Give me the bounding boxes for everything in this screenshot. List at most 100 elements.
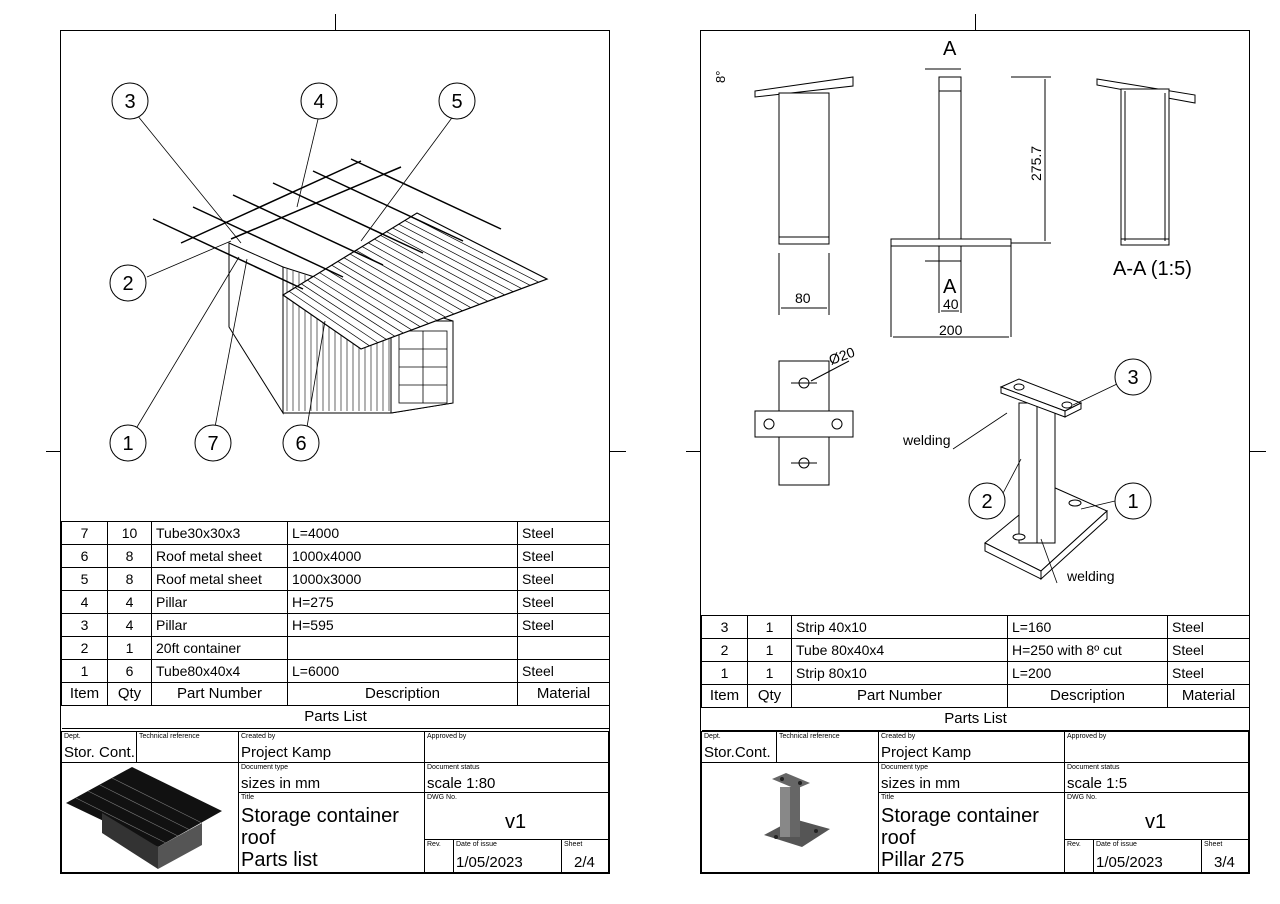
created-value: Project Kamp [881,744,972,761]
table-cell: H=275 [287,590,518,614]
pillar-section-view [1096,78,1196,246]
docstatus-cell: Document status scale 1:80 [424,762,609,793]
roof-corrugation-line [301,283,387,340]
pillar-orthographic-views: 3 2 1 8° 275.7 80 40 200 Ø20 A A A-A (1:… [713,38,1196,584]
table-cell: 8 [107,567,152,591]
header-qty: Qty [747,684,792,708]
title-line-3: Parts list [241,849,318,871]
table-cell: 4 [107,590,152,614]
date-cell: Date of issue 1/05/2023 [1093,839,1202,873]
dept-value: Stor. Cont. [64,744,135,761]
callout-4-label: 4 [313,91,324,113]
roof-corrugation-line [380,235,497,299]
table-cell: Steel [517,659,610,683]
pillar-callout-2-label: 2 [981,491,992,513]
table-cell: Pillar [151,590,288,614]
dwg-cell: DWG No. v1 [424,792,609,840]
roof-corrugation-line [294,287,379,343]
roof-tube [192,206,344,278]
header-desc: Description [287,682,518,706]
pillar-front-view [890,68,1051,338]
title-block: Dept. Stor. Cont. Technical reference Cr… [61,731,609,873]
section-marker-bottom: A [943,276,957,298]
table-cell: Steel [1167,638,1250,662]
table-cell: Strip 80x10 [791,661,1008,685]
center-mark-right-right [1236,451,1266,452]
callout-1-bubble [109,424,147,462]
center-mark-top-left [335,14,336,44]
docstatus-value: scale 1:5 [1067,775,1128,792]
table-cell: 1 [701,661,748,685]
isometric-assembly-view: 3 4 5 2 1 7 6 [109,82,549,462]
table-cell: Steel [1167,615,1250,639]
roof-tube [152,218,304,290]
techref-cell: Technical reference [776,731,879,763]
techref-cell: Technical reference [136,731,239,763]
callout-4-bubble [300,82,338,120]
parts-list-caption: Parts List [701,707,1250,731]
table-cell: Strip 40x10 [791,615,1008,639]
docstatus-value: scale 1:80 [427,775,496,792]
roof-corrugation-line [386,231,505,296]
doctype-value: sizes in mm [881,775,961,792]
pillar-callout-1-bubble [1114,482,1152,520]
created-cell: Created by Project Kamp [878,731,1065,763]
doctype-cell: Document type sizes in mm [878,762,1065,793]
callout-6-label: 6 [295,433,306,455]
dept-cell: Dept. Stor.Cont. [701,731,777,763]
date-value: 1/05/2023 [1096,854,1163,871]
callout-7-bubble [194,424,232,462]
table-cell: Tube80x40x4 [151,659,288,683]
roof-corrugation-line [337,261,438,321]
roof-corrugation-line [362,246,472,308]
table-cell: Steel [517,613,610,637]
pillar-callout-leaders [952,383,1118,584]
callout-5-bubble [438,82,476,120]
roof-corrugation-line [331,264,429,324]
table-cell: Roof metal sheet [151,567,288,591]
header-item: Item [61,682,108,706]
dept-cell: Dept. Stor. Cont. [61,731,137,763]
approved-cell: Approved by [424,731,609,763]
roof-corrugation-line [319,272,412,331]
pillar-side-view [754,76,854,315]
roof-tube [350,158,502,230]
roof-cross-tube [180,160,362,244]
created-value: Project Kamp [241,744,332,761]
header-material: Material [1167,684,1250,708]
angle-dimension: 8° [713,71,728,83]
table-cell: L=200 [1007,661,1168,685]
table-cell: 1 [747,615,792,639]
parts-list-caption-row: Parts List [701,707,1250,731]
table-cell: Roof metal sheet [151,544,288,568]
sheet-value: 3/4 [1214,854,1235,871]
table-cell: L=6000 [287,659,518,683]
callout-7-label: 7 [207,433,218,455]
callout-3-label: 3 [124,91,135,113]
table-cell: L=4000 [287,521,518,545]
dwg-value: v1 [505,811,527,833]
doctype-cell: Document type sizes in mm [238,762,425,793]
callout-5-label: 5 [451,91,462,113]
table-cell: 6 [107,659,152,683]
table-cell: 4 [61,590,108,614]
table-cell: 20ft container [151,636,288,660]
container-thumbnail [66,767,222,869]
roof-corrugation-line [410,216,539,283]
table-cell: 3 [701,615,748,639]
table-cell: 2 [701,638,748,662]
table-cell: Pillar [151,613,288,637]
table-cell: 7 [61,521,108,545]
table-cell: 6 [61,544,108,568]
title-line-2: roof [241,827,276,849]
table-cell: 1 [747,661,792,685]
callout-6-bubble [282,424,320,462]
